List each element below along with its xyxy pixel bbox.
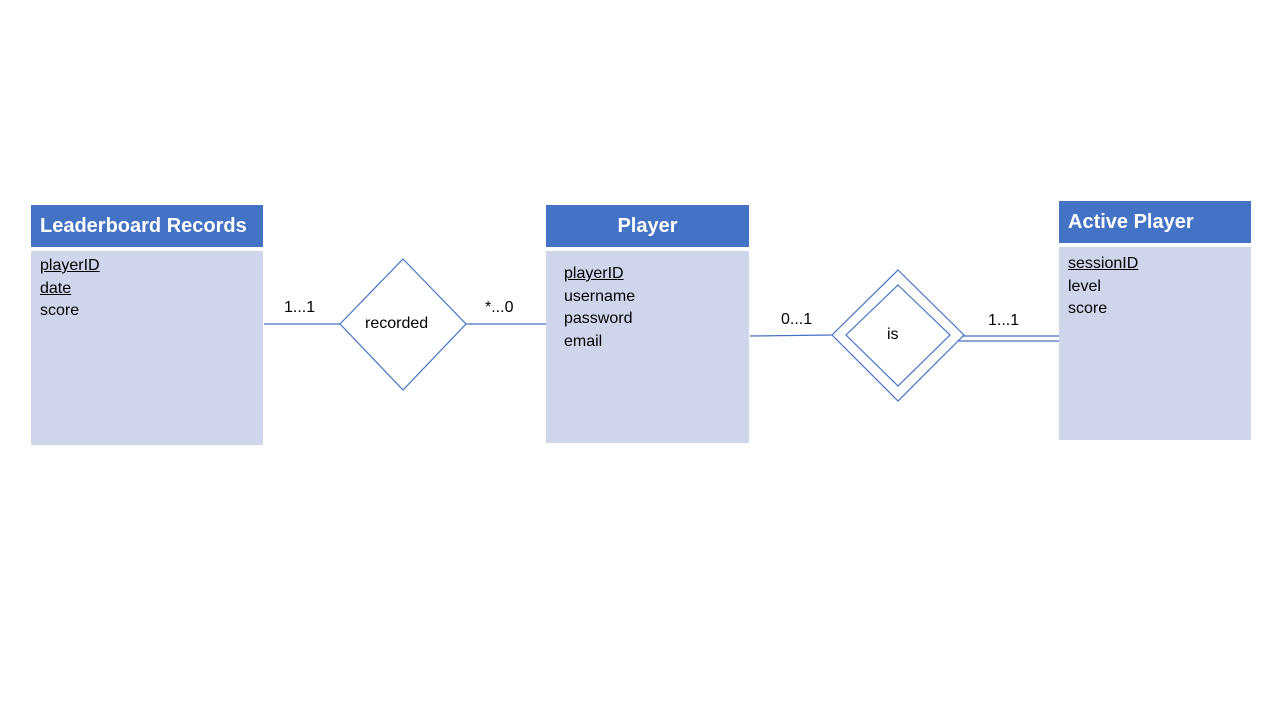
- attribute-password: password: [564, 310, 633, 327]
- attribute-score: score: [1068, 300, 1108, 317]
- entity-leaderboard-records[interactable]: Leaderboard Records playerID date score: [31, 205, 263, 445]
- entity-player[interactable]: Player playerID username password email: [546, 205, 749, 443]
- relationship-is-inner-diamond: [845, 284, 951, 387]
- attribute-username: username: [564, 287, 636, 305]
- attribute-date-key: date: [40, 279, 72, 297]
- attribute-sessionid-key: sessionID: [1068, 255, 1139, 272]
- entity-active-player-title: Active Player: [1059, 201, 1251, 243]
- cardinality-recorded-player: *...0: [485, 299, 514, 316]
- attribute-score: score: [40, 302, 80, 319]
- cardinality-leaderboard-recorded: 1...1: [284, 299, 316, 316]
- entity-leaderboard-records-attributes: playerID date score: [31, 251, 263, 445]
- entity-player-title: Player: [546, 205, 749, 247]
- entity-leaderboard-records-title: Leaderboard Records: [31, 205, 263, 247]
- attribute-playerid-key: playerID: [564, 265, 624, 282]
- connector-player-is: [749, 334, 833, 337]
- relationship-recorded-diamond: [339, 258, 467, 391]
- attribute-level: level: [1068, 277, 1101, 295]
- cardinality-player-is: 0...1: [781, 311, 813, 328]
- entity-active-player[interactable]: Active Player sessionID level score: [1059, 201, 1251, 440]
- attribute-playerid-key: playerID: [40, 257, 100, 274]
- entity-player-attributes: playerID username password email: [546, 251, 749, 443]
- cardinality-is-active-player: 1...1: [988, 312, 1020, 329]
- relationship-is-label: is: [887, 326, 899, 343]
- relationship-recorded-label: recorded: [365, 315, 429, 332]
- attribute-email: email: [564, 332, 603, 350]
- entity-active-player-attributes: sessionID level score: [1059, 247, 1251, 440]
